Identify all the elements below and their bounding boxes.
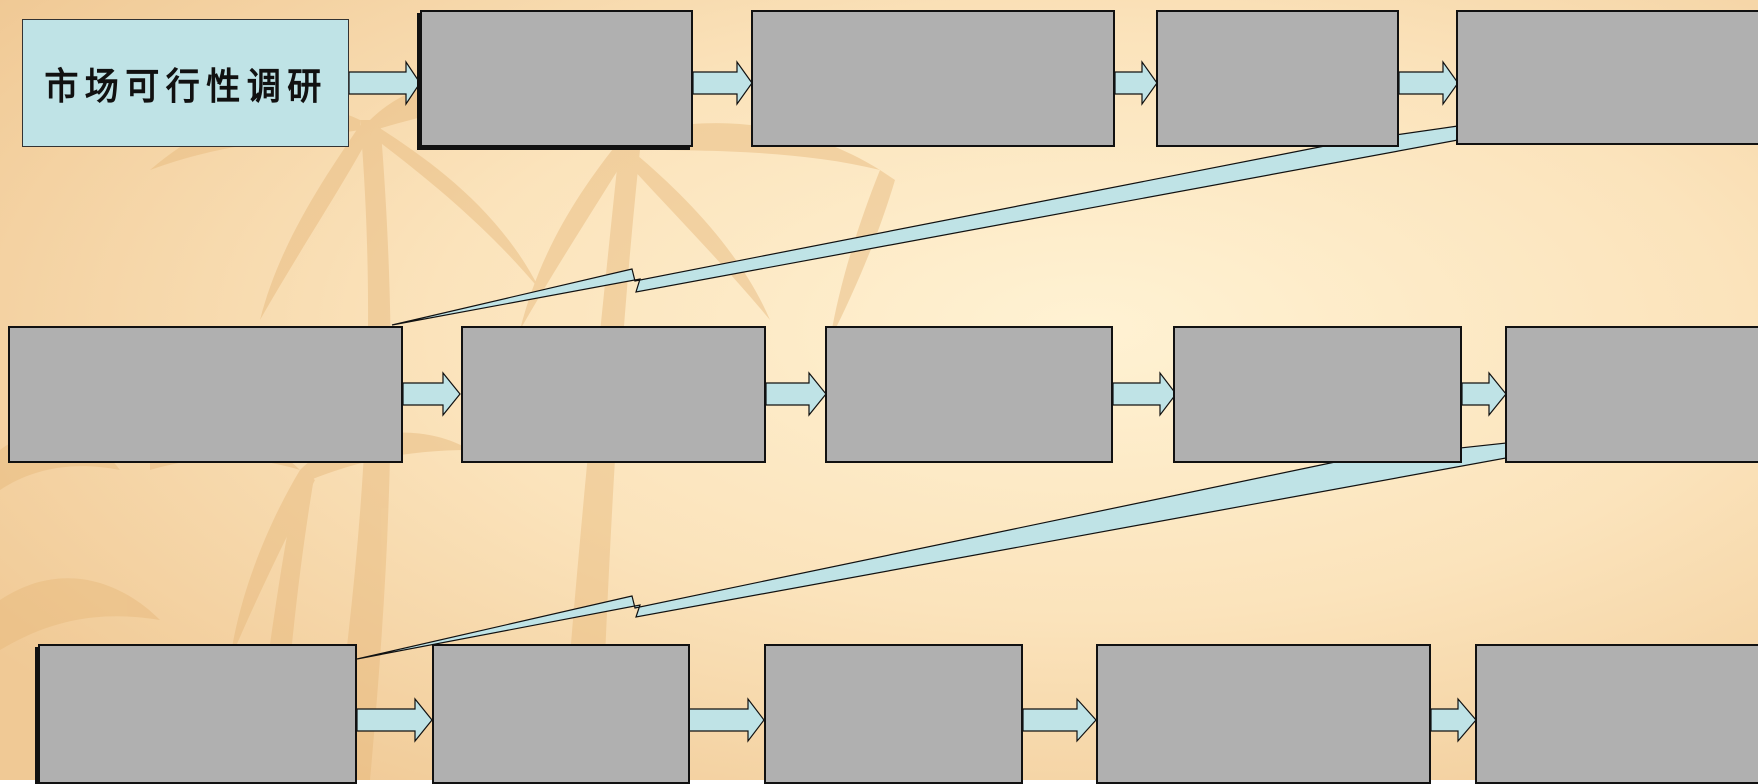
start-step-label: 市场可行性调研: [43, 65, 328, 108]
step-box-r3-2: [432, 644, 690, 784]
step-box-r1-4: [1156, 10, 1399, 147]
arrow-r1-1: [348, 60, 421, 106]
step-box-r3-5: [1475, 644, 1758, 784]
arrow-r1-2: [692, 60, 753, 106]
diagonal-arrow-1: [391, 125, 1459, 326]
arrow-r3-2: [688, 697, 765, 743]
diagonal-arrow-2: [356, 442, 1507, 660]
step-box-r1-3: [751, 10, 1115, 147]
arrow-r1-4: [1398, 60, 1459, 106]
arrow-r1-3: [1114, 60, 1158, 106]
arrow-r2-1: [402, 371, 461, 417]
step-box-r2-3: [825, 326, 1113, 463]
step-box-r2-1: [8, 326, 403, 463]
step-box-r2-4: [1173, 326, 1462, 463]
step-box-r3-3: [764, 644, 1023, 784]
step-box-r2-5: [1505, 326, 1758, 463]
step-box-r2-2: [461, 326, 766, 463]
step-box-r3-4: [1096, 644, 1431, 784]
arrow-r3-3: [1022, 697, 1097, 743]
arrow-r3-1: [356, 697, 433, 743]
arrow-r3-4: [1430, 697, 1477, 743]
arrow-r2-2: [765, 371, 827, 417]
step-box-r1-5: [1456, 10, 1758, 145]
step-box-r3-1: [38, 644, 357, 784]
arrow-r2-4: [1461, 371, 1507, 417]
arrow-r2-3: [1112, 371, 1177, 417]
start-step-box: 市场可行性调研: [22, 19, 349, 147]
step-box-r1-2: [420, 10, 693, 147]
